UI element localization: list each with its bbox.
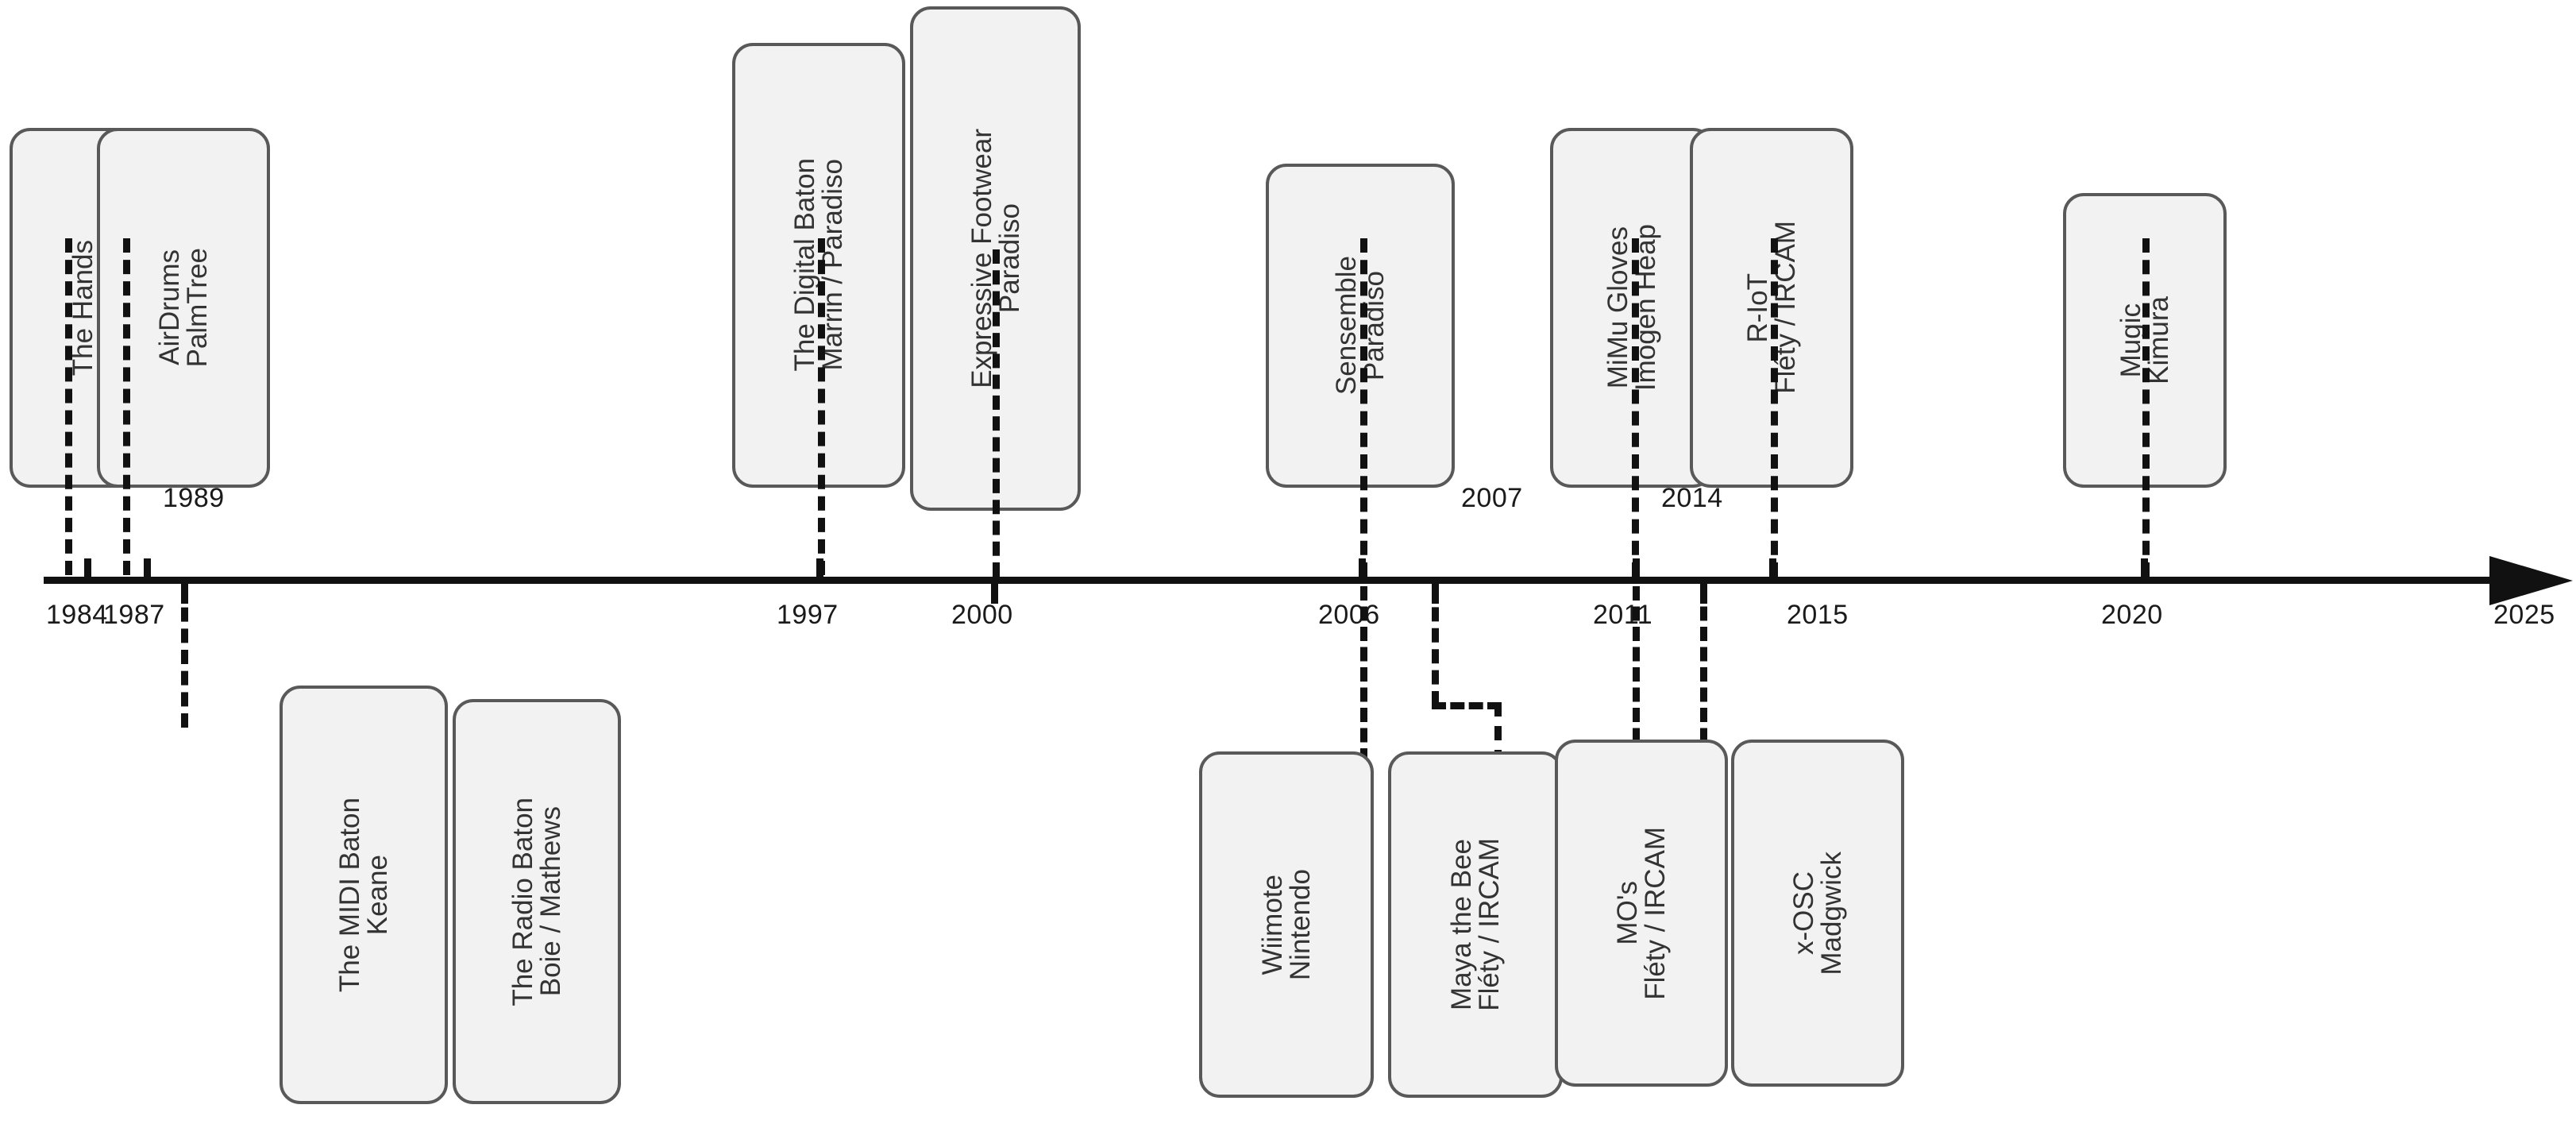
year-label-2025: 2025	[2493, 600, 2555, 630]
leader-line-wiimote	[1360, 586, 1367, 763]
event-title: Wiimote	[1257, 874, 1288, 975]
year-label-1997: 1997	[777, 600, 839, 630]
event-title: Expressive Footwear	[966, 129, 997, 388]
axis-tick-1984	[84, 558, 91, 582]
event-box-x-osc[interactable]: Madgwick x-OSC	[1731, 740, 1904, 1087]
leader-line-sensemble	[1360, 238, 1367, 577]
leader-line-mos	[1633, 586, 1640, 763]
event-title: Maya the Bee	[1446, 838, 1477, 1010]
year-label-2000: 2000	[951, 600, 1013, 630]
event-box-midi-baton[interactable]: Keane The MIDI Baton	[280, 686, 448, 1105]
year-label-2007: 2007	[1461, 483, 1523, 513]
event-title: MO's	[1612, 881, 1643, 945]
axis-tick-2006	[1359, 558, 1366, 582]
year-label-1987: 1987	[103, 600, 165, 630]
leader-line-maya-the-bee-drop	[1494, 702, 1502, 764]
leader-line-the-hands	[65, 238, 72, 575]
event-title: The Hands	[67, 239, 98, 376]
year-label-2011: 2011	[1593, 600, 1653, 630]
leader-line-mugic	[2142, 238, 2150, 577]
event-box-maya-the-bee[interactable]: Fléty / IRCAM Maya the Bee	[1388, 751, 1563, 1099]
leader-line-midi-baton	[181, 586, 188, 728]
axis-tick-2020	[2141, 558, 2148, 582]
event-title: Sensemble	[1331, 256, 1362, 396]
leader-line-mimu-gloves	[1632, 238, 1639, 577]
event-author: Nintendo	[1285, 868, 1316, 980]
event-author: Madgwick	[1816, 851, 1847, 975]
leader-line-digital-baton	[818, 238, 825, 575]
event-title: R-IoT	[1742, 272, 1773, 343]
timeline-arrow-head	[2489, 556, 2573, 605]
leader-line-maya-the-bee-horizontal	[1432, 702, 1502, 709]
year-label-1989: 1989	[163, 483, 225, 513]
event-box-wiimote[interactable]: Nintendo Wiimote	[1199, 751, 1374, 1099]
event-box-radio-baton[interactable]: Boie / Mathews The Radio Baton	[453, 698, 621, 1105]
year-label-1984: 1984	[46, 600, 108, 630]
event-title: Mugic	[2115, 303, 2146, 378]
leader-line-r-iot	[1771, 238, 1778, 577]
axis-tick-1987	[144, 558, 151, 582]
event-title: AirDrums	[154, 249, 185, 366]
event-author: Boie / Mathews	[535, 806, 566, 997]
year-label-2014: 2014	[1661, 483, 1723, 513]
year-label-2015: 2015	[1787, 600, 1849, 630]
leader-line-x-osc	[1700, 586, 1707, 763]
axis-tick-1997	[816, 558, 823, 582]
axis-tick-2011	[1633, 558, 1640, 582]
event-author: Fléty / IRCAM	[1640, 826, 1671, 1000]
leader-line-expressive-footwear	[993, 249, 1000, 577]
event-author: PalmTree	[182, 248, 213, 368]
event-author: Fléty / IRCAM	[1474, 837, 1505, 1011]
year-label-2006: 2006	[1318, 600, 1380, 630]
leader-line-maya-the-bee-vertical	[1432, 586, 1439, 705]
year-label-2020: 2020	[2101, 600, 2163, 630]
event-title: x-OSC	[1788, 871, 1819, 955]
event-title: The MIDI Baton	[334, 798, 365, 993]
timeline-axis-line	[44, 577, 2533, 584]
axis-tick-2015	[1769, 558, 1776, 582]
event-box-mos[interactable]: Fléty / IRCAM MO's	[1555, 740, 1728, 1087]
event-title: The Radio Baton	[507, 797, 538, 1006]
event-author: Keane	[362, 855, 393, 936]
event-title: MiMu Gloves	[1602, 226, 1633, 389]
event-title: The Digital Baton	[789, 158, 820, 372]
leader-line-airdrums	[123, 238, 130, 575]
axis-tick-2000	[991, 580, 998, 604]
